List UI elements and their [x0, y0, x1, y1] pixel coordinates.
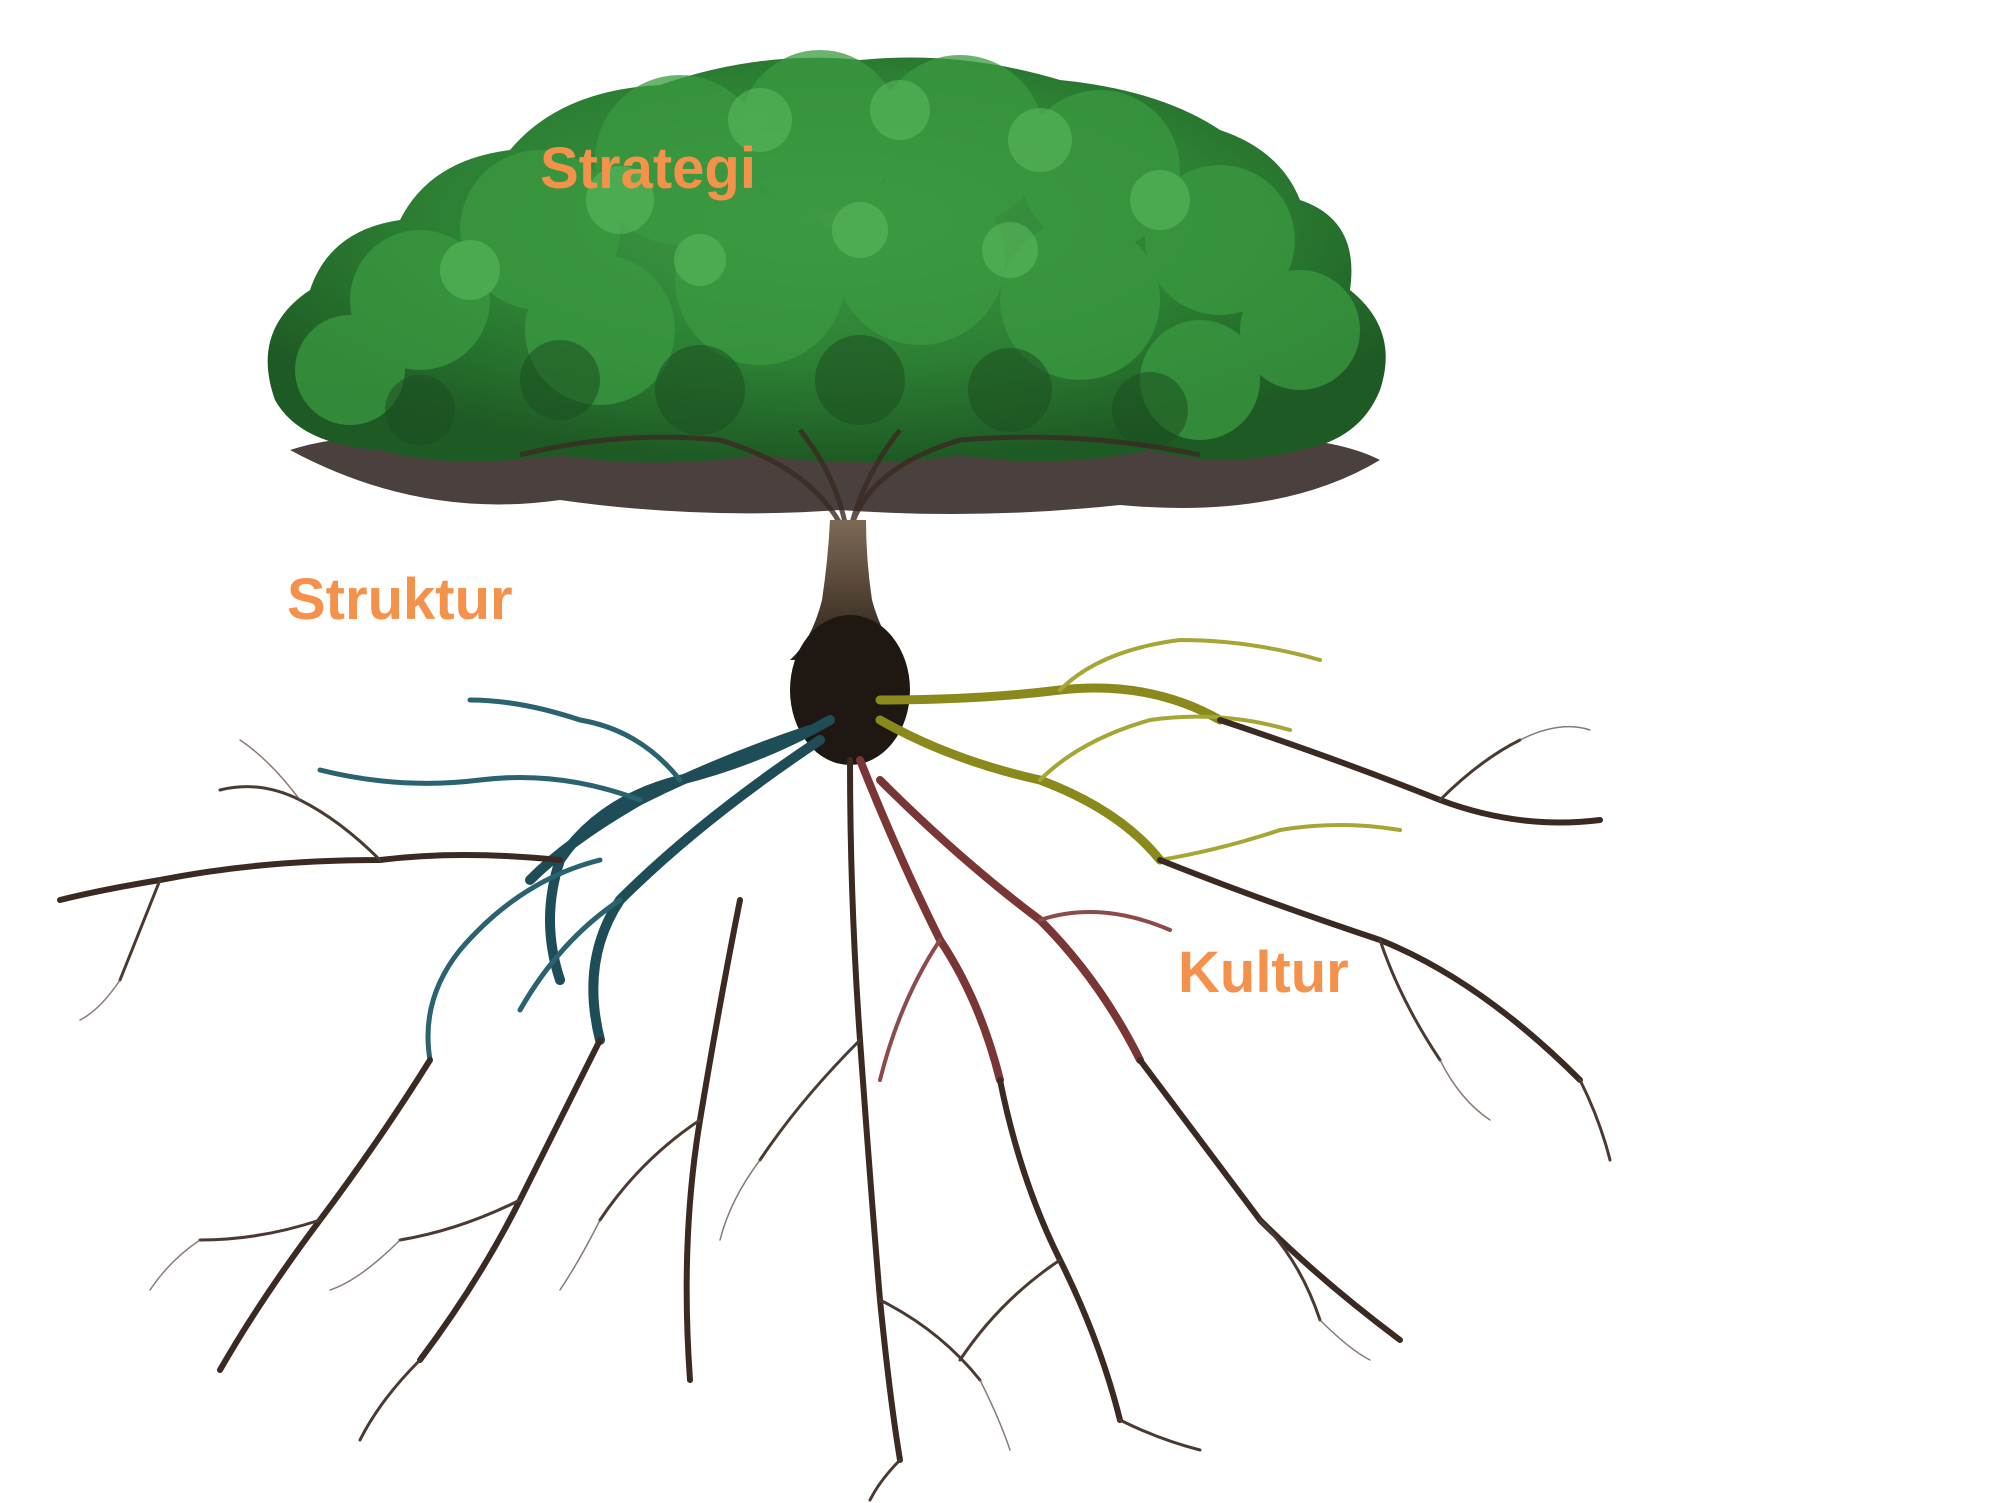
label-struktur: Struktur: [287, 567, 513, 632]
label-strategi: Strategi: [540, 136, 756, 201]
tree-crown: [267, 50, 1386, 541]
label-kultur: Kultur: [1178, 940, 1349, 1005]
tree-roots: [57, 638, 1612, 1502]
